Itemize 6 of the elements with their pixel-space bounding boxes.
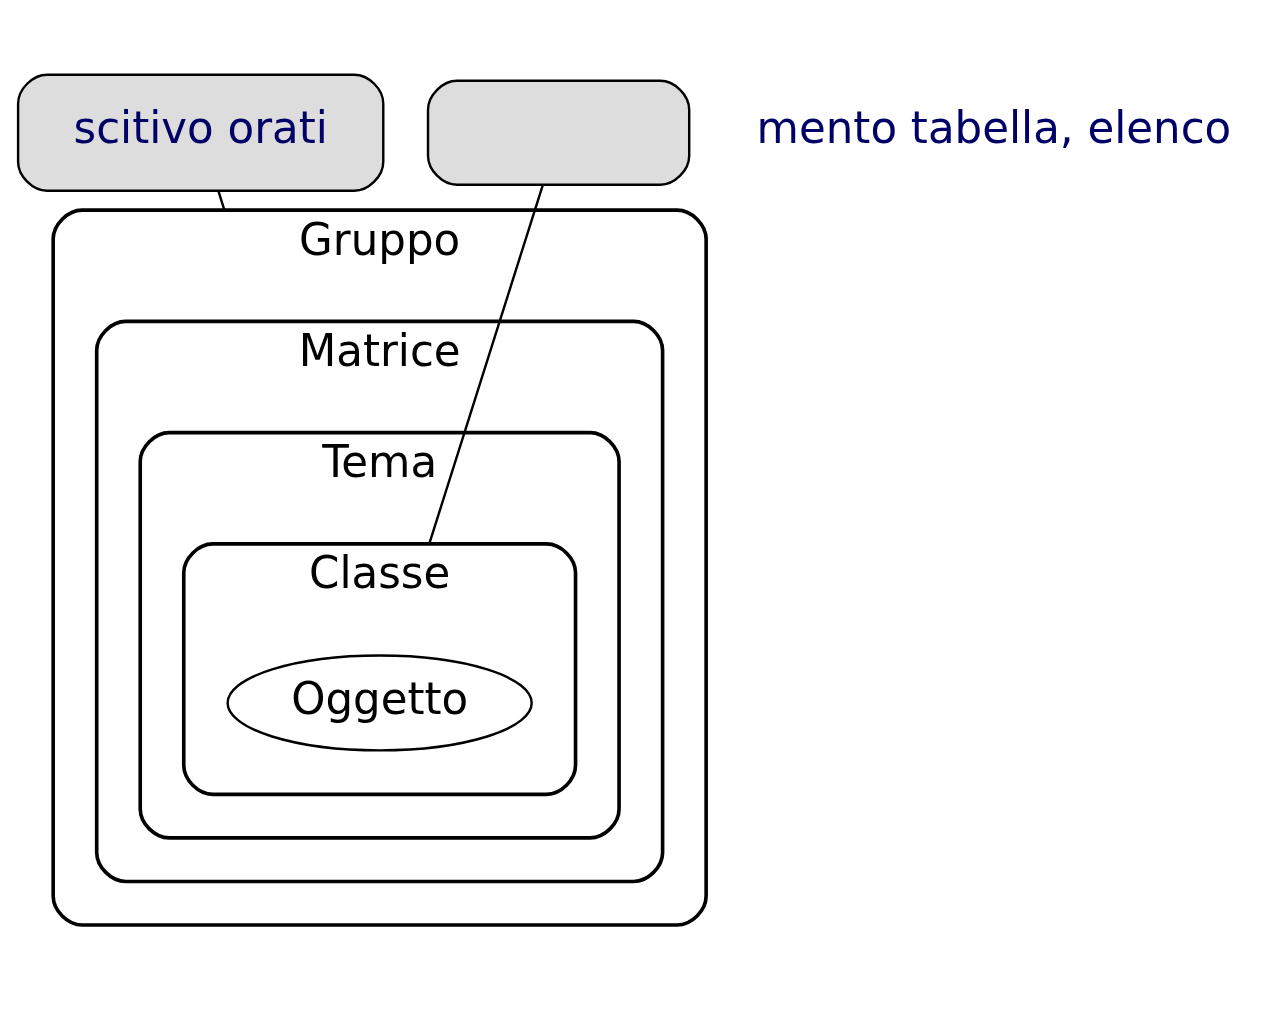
connector <box>428 184 544 544</box>
node-ellipse: Oggetto <box>226 653 533 752</box>
node-box <box>426 79 691 186</box>
connector <box>217 190 226 210</box>
label: mento tabella, elenco <box>756 102 1232 153</box>
node-box: scitivo orati <box>16 72 385 192</box>
